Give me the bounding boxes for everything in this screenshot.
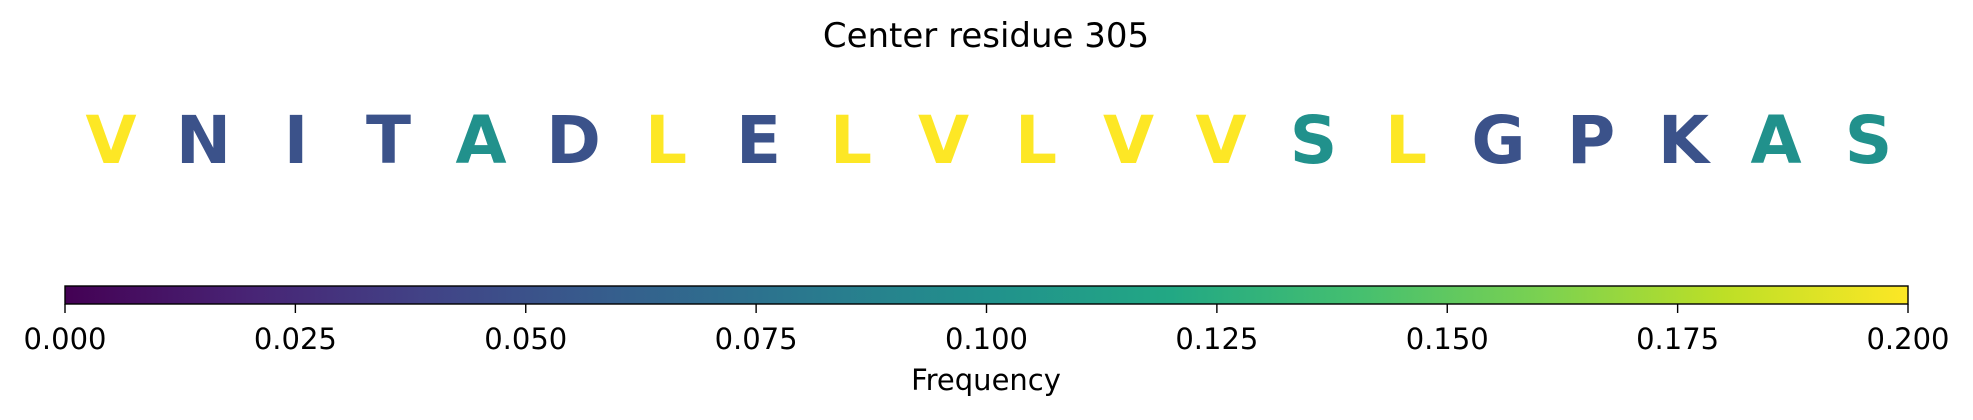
residue-letter: E bbox=[736, 102, 781, 179]
residue-letter: N bbox=[176, 102, 231, 179]
chart-title: Center residue 305 bbox=[823, 16, 1149, 56]
residue-letter: S bbox=[1290, 102, 1338, 179]
residue-letter: L bbox=[645, 102, 687, 179]
colorbar-ticks: 0.000 0.025 0.050 0.075 0.100 0.125 0.150 0.175… bbox=[23, 304, 1950, 356]
residue-letter: L bbox=[1015, 102, 1057, 179]
residue-letter: V bbox=[85, 102, 136, 179]
residue-letter: A bbox=[1750, 102, 1801, 179]
residue-letter: V bbox=[1103, 102, 1154, 179]
residue-letter: P bbox=[1567, 102, 1615, 179]
colorbar-tick-label: 0.075 bbox=[715, 322, 798, 356]
residue-letter: L bbox=[830, 102, 872, 179]
residue-letter: T bbox=[366, 102, 411, 179]
colorbar-tick-label: 0.175 bbox=[1636, 322, 1719, 356]
residue-letter: D bbox=[546, 102, 601, 179]
residue-letter: G bbox=[1471, 102, 1525, 179]
residue-letter: I bbox=[284, 102, 309, 179]
residue-letter: A bbox=[455, 102, 506, 179]
colorbar-tick-label: 0.150 bbox=[1406, 322, 1489, 356]
colorbar-tick-label: 0.000 bbox=[23, 322, 106, 356]
residue-letter: K bbox=[1658, 102, 1712, 179]
colorbar-label: Frequency bbox=[911, 363, 1061, 397]
residue-letter: V bbox=[918, 102, 969, 179]
colorbar-tick-label: 0.100 bbox=[945, 322, 1028, 356]
colorbar: 0.000 0.025 0.050 0.075 0.100 0.125 0.150 0.175… bbox=[23, 285, 1950, 397]
colorbar-tick-label: 0.200 bbox=[1866, 322, 1949, 356]
residue-letter: L bbox=[1385, 102, 1427, 179]
colorbar-tick-label: 0.025 bbox=[254, 322, 337, 356]
residue-letter: V bbox=[1195, 102, 1246, 179]
colorbar-gradient bbox=[64, 285, 1909, 305]
colorbar-tick-label: 0.125 bbox=[1175, 322, 1258, 356]
colorbar-tick-label: 0.050 bbox=[484, 322, 567, 356]
residue-letter: S bbox=[1845, 102, 1893, 179]
